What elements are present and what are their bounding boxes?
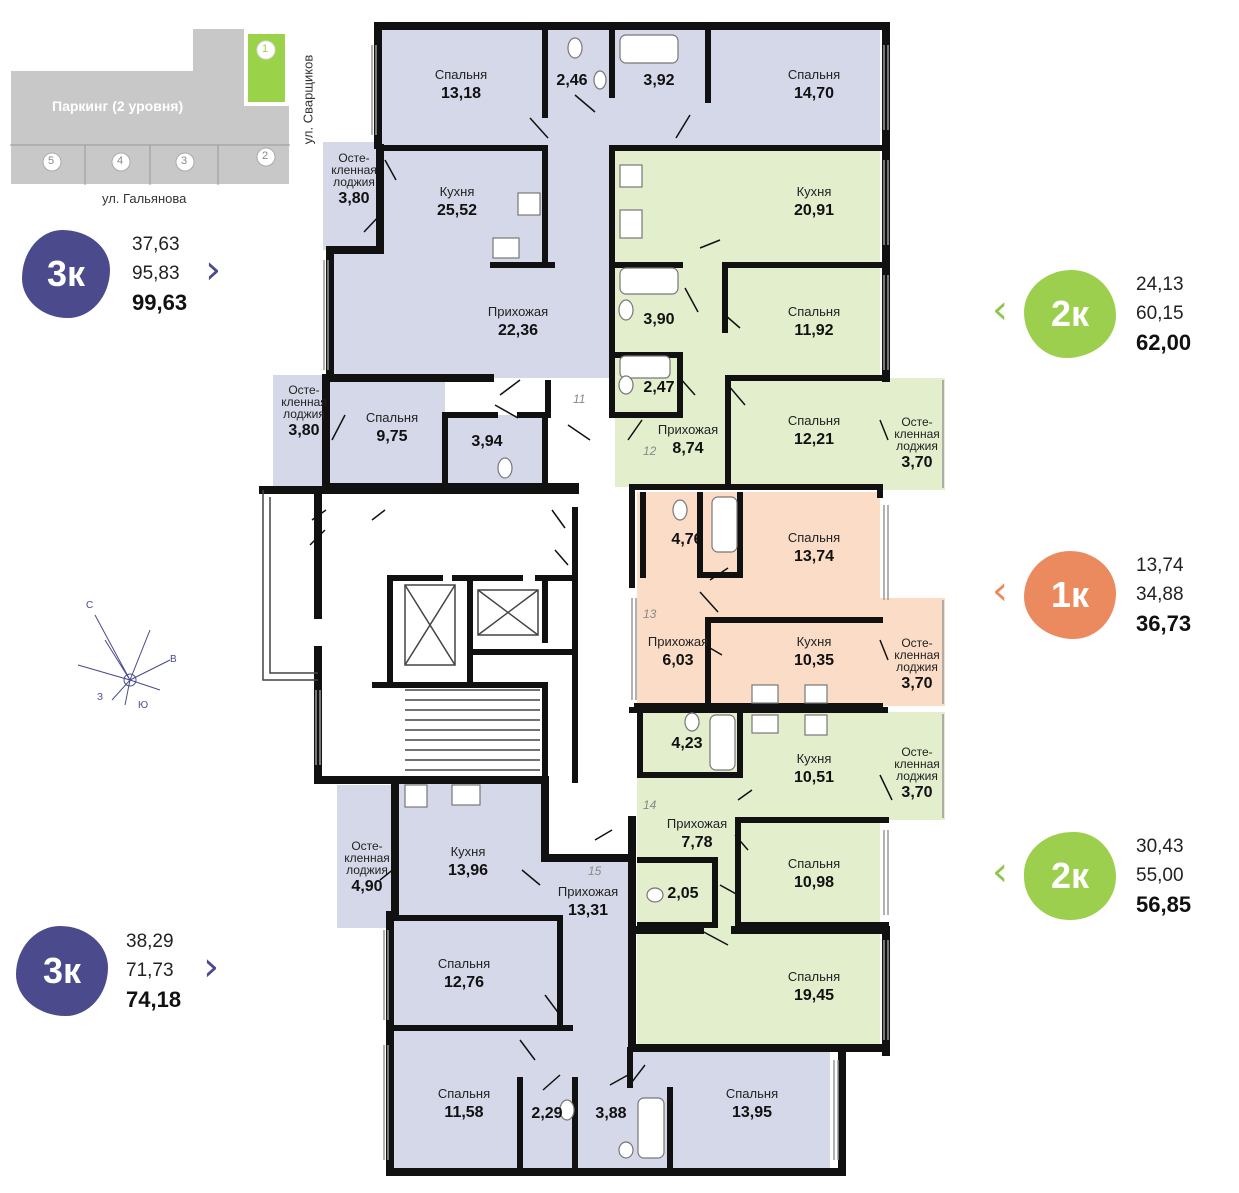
lift-1 [404, 584, 456, 666]
site-plan-parking-label: Паркинг (2 уровня) [52, 98, 184, 114]
chevron-right-icon[interactable]: › [205, 247, 222, 293]
windows [315, 45, 944, 1160]
apartment-number-11: 11 [573, 392, 586, 406]
street-bottom-label: ул. Гальянова [102, 191, 187, 206]
doors [309, 94, 893, 1091]
walls [259, 22, 890, 1176]
site-plan-section-1-label: 1 [262, 43, 269, 55]
compass-rose [77, 614, 171, 706]
apartment-tag-13[interactable]: ‹ 1к 13,74 34,88 36,73 [992, 551, 1191, 639]
site-plan-section-2-label: 2 [262, 150, 269, 162]
apartment-stats: 38,29 71,73 74,18 [126, 931, 182, 1012]
apartment-tag-15[interactable]: 3к 38,29 71,73 74,18 › [16, 926, 219, 1016]
apartment-type-badge: 1к [1024, 551, 1116, 639]
apt-11-loggia-1 [323, 142, 378, 250]
apartment-tag-12[interactable]: ‹ 2к 24,13 60,15 62,00 [992, 270, 1191, 358]
apt-15-loggia [337, 785, 395, 928]
apartment-number-15: 15 [588, 864, 602, 878]
apt-12-loggia [880, 378, 945, 490]
compass-east: В [170, 654, 177, 665]
compass-south: Ю [138, 700, 149, 711]
apartment-type-badge: 3к [22, 230, 110, 318]
apartment-type-badge: 3к [16, 926, 108, 1016]
apartment-tag-11[interactable]: 3к 37,63 95,83 99,63 › [22, 230, 221, 318]
fixtures [404, 34, 828, 1159]
chevron-left-icon[interactable]: ‹ [992, 849, 1008, 895]
site-plan-section-3-label: 3 [181, 155, 188, 167]
apartment-number-12: 12 [643, 444, 657, 458]
apt-13-loggia [880, 598, 945, 706]
apartment-number-13: 13 [643, 607, 657, 621]
apt-15-fill [390, 780, 830, 1170]
apt-14-fill [637, 710, 880, 1050]
apt-11-bath [445, 415, 545, 485]
stairs [405, 689, 540, 771]
apartment-stats: 30,43 55,00 56,85 [1136, 836, 1192, 917]
apartment-number-14: 14 [643, 798, 657, 812]
chevron-left-icon[interactable]: ‹ [992, 568, 1008, 614]
apartment-stats: 37,63 95,83 99,63 [132, 234, 188, 315]
chevron-left-icon[interactable]: ‹ [992, 287, 1008, 333]
lift-2 [477, 589, 539, 636]
compass-west: З [97, 692, 104, 703]
street-right-label: ул. Сварщиков [300, 54, 316, 145]
apartment-stats: 24,13 60,15 62,00 [1136, 274, 1192, 355]
compass-north: С [86, 600, 94, 611]
site-plan [9, 27, 291, 186]
apt-13-fill [637, 492, 880, 706]
apartment-stats: 13,74 34,88 36,73 [1136, 555, 1192, 636]
apartment-type-badge: 2к [1024, 832, 1116, 920]
site-plan-section-5-label: 5 [48, 155, 55, 167]
apt-11-fill [330, 30, 880, 485]
apartment-type-badge: 2к [1024, 270, 1116, 358]
chevron-right-icon[interactable]: › [203, 944, 220, 990]
apartment-tag-14[interactable]: ‹ 2к 30,43 55,00 56,85 [992, 832, 1191, 920]
apt-11-loggia-2 [273, 375, 330, 487]
core [262, 490, 540, 771]
apt-14-loggia [880, 712, 945, 820]
site-plan-building [9, 27, 291, 186]
site-plan-section-4-label: 4 [117, 155, 124, 167]
apt-12-fill [615, 150, 880, 487]
